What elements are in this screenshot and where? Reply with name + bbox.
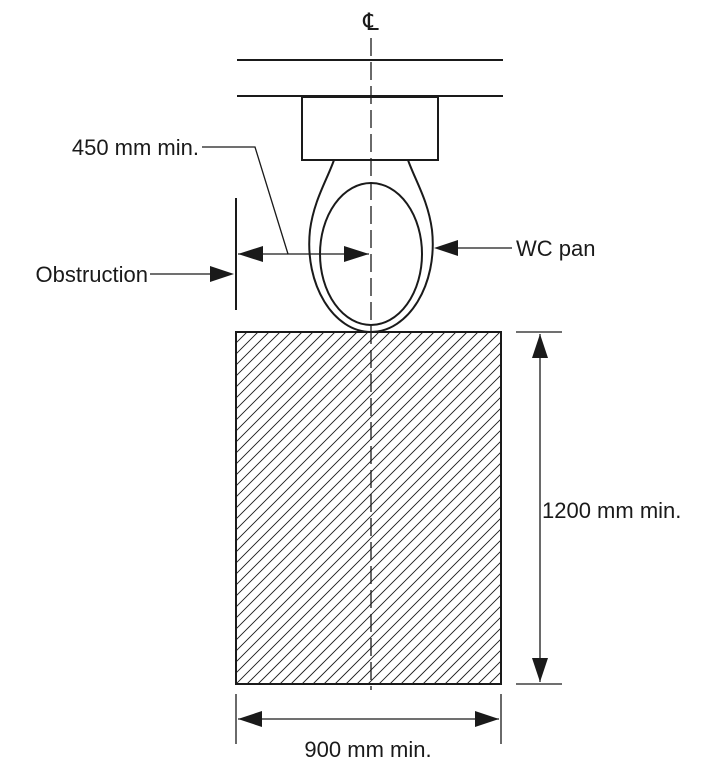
arrowhead-right <box>344 246 369 262</box>
hatch-line <box>236 418 501 684</box>
hatch-line <box>236 332 358 454</box>
cistern <box>301 96 439 161</box>
hatch-line <box>345 528 501 684</box>
clear-zone-border <box>235 331 502 685</box>
hatch-line <box>389 572 501 684</box>
hatch-line <box>236 332 369 465</box>
hatch-line <box>709 332 722 684</box>
obstruction-pointer <box>150 266 234 282</box>
hatch-line <box>236 352 501 619</box>
hatch-line <box>236 332 347 443</box>
hatch-line <box>687 332 722 684</box>
hatch-line <box>236 341 501 608</box>
leader-450 <box>202 146 289 255</box>
hatch-line <box>236 396 501 663</box>
dimension-450 <box>202 146 369 262</box>
hatch-line <box>246 429 501 684</box>
hatch-line <box>301 484 501 684</box>
hatch-line <box>236 332 270 366</box>
label-450-mm: 450 mm min. <box>72 135 199 160</box>
hatch-line <box>257 440 501 684</box>
hatch-line <box>367 550 501 684</box>
hatch-line <box>236 332 303 399</box>
hatch-line <box>236 332 402 498</box>
label-900-mm: 900 mm min. <box>304 737 431 762</box>
hatch-line <box>279 462 501 684</box>
hatch-line <box>236 332 435 531</box>
hatch-line <box>411 594 501 684</box>
hatch-line <box>312 495 501 684</box>
hatch-line <box>334 517 501 684</box>
hatch-line <box>290 473 501 684</box>
clear-zone <box>235 331 722 685</box>
hatch-line <box>236 407 501 674</box>
hatch-line <box>236 363 501 630</box>
hatch-line <box>236 332 501 597</box>
hatch-line <box>676 332 722 684</box>
dimension-1200 <box>516 331 562 685</box>
hatch-line <box>236 332 479 575</box>
hatch-line <box>236 332 446 542</box>
hatch-line <box>268 451 501 684</box>
hatch-line <box>356 539 501 684</box>
hatch-line <box>236 332 413 509</box>
hatch-line <box>236 332 391 487</box>
hatch-line <box>400 583 501 684</box>
hatch-line <box>422 605 501 684</box>
hatch-line <box>236 374 501 641</box>
hatch-line <box>236 332 248 344</box>
hatch-line <box>236 332 468 564</box>
hatch-line <box>236 332 336 432</box>
arrowhead-left <box>238 246 263 262</box>
centerline-symbol: ℄ <box>362 8 379 36</box>
hatch-line <box>236 332 490 586</box>
hatch-line <box>236 332 380 476</box>
dimension-900 <box>235 694 502 744</box>
label-obstruction: Obstruction <box>36 262 149 287</box>
hatch-line <box>236 332 314 410</box>
label-wc-pan: WC pan <box>516 236 595 261</box>
hatch-line <box>236 332 457 553</box>
hatch-line <box>236 332 237 333</box>
wc-pan-pointer <box>434 240 512 256</box>
label-1200-mm: 1200 mm min. <box>542 498 681 523</box>
hatch-line <box>236 385 501 652</box>
hatch-line <box>236 332 325 421</box>
hatch-line <box>433 616 501 684</box>
hatch-line <box>236 332 259 355</box>
hatch-line <box>698 332 722 684</box>
hatch-line <box>378 561 501 684</box>
hatch-line <box>236 332 424 520</box>
